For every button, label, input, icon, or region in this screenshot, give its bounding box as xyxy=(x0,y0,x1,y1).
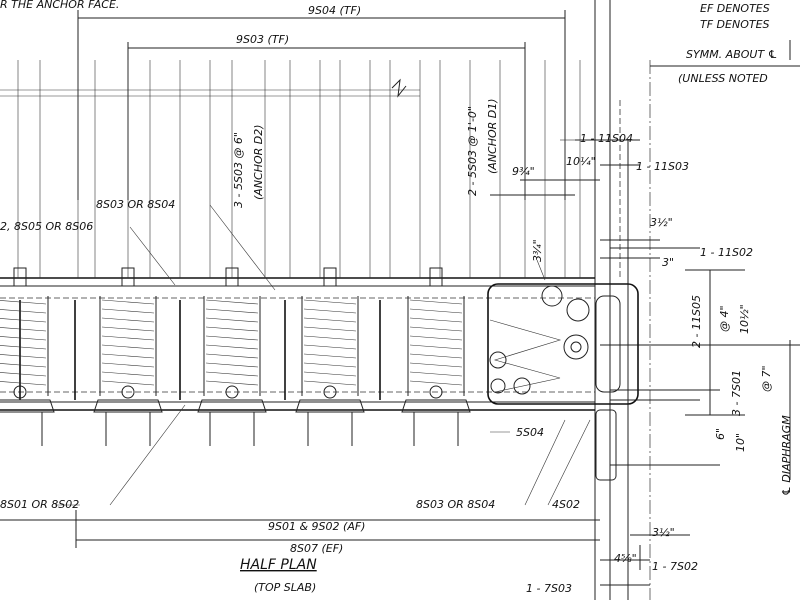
dim-9-3-4: 9¾" xyxy=(512,165,535,178)
right-construction xyxy=(490,0,800,600)
leaders xyxy=(55,139,591,506)
bar-8s07: 8S07 (EF) xyxy=(290,542,343,555)
dim-4-5-8: 4⅝" xyxy=(614,552,637,565)
legend-ef: EF DENOTES xyxy=(700,2,770,15)
anchor-bolt xyxy=(225,385,239,399)
anchor-d2-label: (ANCHOR D2) xyxy=(252,124,265,200)
dim-10-1-2: 10½" xyxy=(738,304,751,334)
anchor-spiral xyxy=(295,267,365,446)
drawing-subtitle: (TOP SLAB) xyxy=(254,581,316,594)
dim-6in: 6" xyxy=(714,428,727,440)
bar-4s02: 4S02 xyxy=(552,498,580,511)
vertical-rebars xyxy=(17,60,581,400)
anchor-spiral xyxy=(401,267,471,446)
dim-3in: 3" xyxy=(662,256,674,269)
anchor-head xyxy=(429,267,443,287)
bearing-plate xyxy=(0,399,55,413)
bar-8s03-top: 8S03 OR 8S04 xyxy=(96,198,175,211)
spiral-coil xyxy=(409,299,463,386)
bearing-plate xyxy=(93,399,163,413)
anchor-d1-count: 2 - 5S03 @ 1'-0" xyxy=(466,106,479,196)
dim-at-7: @ 7" xyxy=(760,365,773,392)
dim-9s04: 9S04 (TF) xyxy=(308,4,361,17)
bar-1-11s04: 1 - 11S04 xyxy=(580,132,633,145)
unless-noted: (UNLESS NOTED xyxy=(678,72,768,85)
anchor-bolt xyxy=(13,385,27,399)
anchor-bolt xyxy=(429,385,443,399)
bar-1-7s03: 1 - 7S03 xyxy=(526,582,572,595)
bearing-plate xyxy=(197,399,267,413)
bar-1-7s02: 1 - 7S02 xyxy=(652,560,698,573)
anchor-spirals xyxy=(0,267,471,446)
dim-10-1-4: 10¼" xyxy=(566,155,596,168)
anchor-bolt xyxy=(121,385,135,399)
bar-9s01: 9S01 & 9S02 (AF) xyxy=(268,520,365,533)
bar-8s01: 8S01 OR 8S02 xyxy=(0,498,79,511)
anchor-head xyxy=(225,267,239,287)
dim-3-3-4: 3¾" xyxy=(531,239,544,262)
dim-3-1-2-bottom: 3½" xyxy=(652,526,675,539)
anchor-d1-label: (ANCHOR D1) xyxy=(486,98,499,174)
drawing-title: HALF PLAN xyxy=(240,557,317,573)
slab-outline xyxy=(0,277,639,548)
anchor-spiral xyxy=(197,267,267,446)
spiral-coil xyxy=(303,299,357,386)
spiral-coil xyxy=(0,300,47,386)
symmetry-note: SYMM. ABOUT ℄ xyxy=(686,48,778,61)
legend-tf: TF DENOTES xyxy=(700,18,770,31)
dim-9s03: 9S03 (TF) xyxy=(236,33,289,46)
diaphragm-centerline: ℄ DIAPHRAGM xyxy=(780,415,793,496)
spiral-coil xyxy=(205,299,259,386)
bar-8s05: 2, 8S05 OR 8S06 xyxy=(0,220,93,233)
anchor-head xyxy=(323,267,337,287)
anchor-spiral xyxy=(93,267,163,446)
anchor-head xyxy=(121,267,135,287)
spiral-coil xyxy=(101,299,155,386)
dim-at-4: @ 4" xyxy=(718,305,731,332)
anchor-bolt xyxy=(323,385,337,399)
bar-3-7s01: 3 - 7S01 xyxy=(730,370,743,416)
dim-10in: 10" xyxy=(734,433,747,452)
anchor-spiral xyxy=(0,267,55,446)
bar-5s04: 5S04 xyxy=(516,426,544,439)
bar-1-11s02: 1 - 11S02 xyxy=(700,246,753,259)
bearing-plate xyxy=(295,399,365,413)
bearing-plate xyxy=(401,399,471,413)
anchor-head xyxy=(13,267,27,287)
dim-3-1-2-top: 3½" xyxy=(650,216,673,229)
bar-8s03-bottom: 8S03 OR 8S04 xyxy=(416,498,495,511)
anchor-face-note: R THE ANCHOR FACE. xyxy=(0,0,119,11)
anchor-d2-count: 3 - 5S03 @ 6" xyxy=(232,132,245,208)
bar-1-11s03: 1 - 11S03 xyxy=(636,160,689,173)
bar-2-11s05: 2 - 11S05 xyxy=(690,295,703,348)
end-ducts xyxy=(489,285,590,395)
